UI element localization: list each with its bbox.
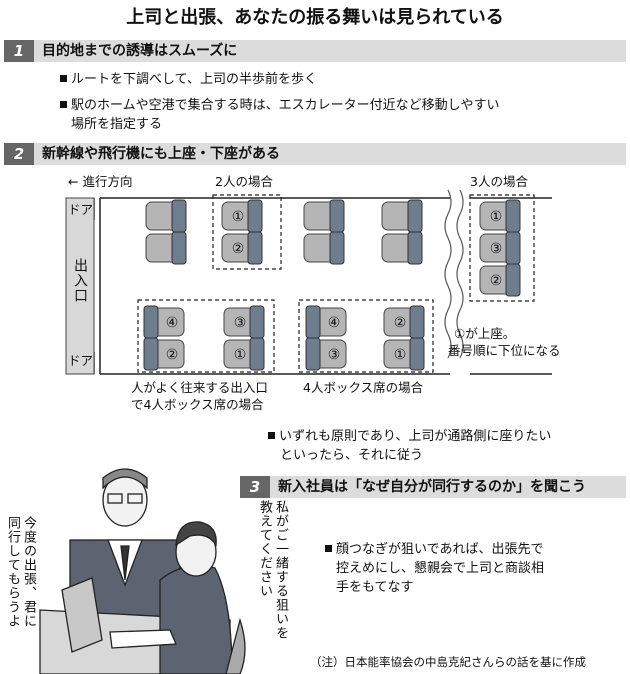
box-left-caption-1: 人がよく往来する出入口: [131, 380, 268, 395]
legend-line-1: ①が上座。: [454, 326, 516, 341]
section-3-header: 3 新入社員は「なぜ自分が同行するのか」を聞こう: [240, 476, 626, 498]
three-person-group: [469, 194, 535, 302]
seat-number: ①: [232, 209, 245, 225]
break-mark-right: [456, 189, 464, 359]
entrance-area: [65, 197, 95, 375]
junior-speech: 私がご一緒する狙いを教えてください: [257, 500, 288, 640]
direction-label: ← 進行方向: [68, 174, 133, 189]
door-bottom-label: ドア: [68, 353, 94, 368]
seat-number: ③: [490, 241, 503, 257]
seat-number: ④: [328, 315, 341, 331]
seat-number: ①: [394, 347, 407, 363]
junior-suit: [159, 565, 233, 674]
boss-speech: 今度の出張、君に同行してもらうよ: [5, 516, 36, 628]
seat-number: ②: [166, 347, 179, 363]
box-right-caption: 4人ボックス席の場合: [303, 380, 424, 395]
laptop: [61, 577, 103, 653]
seat-number: ④: [166, 315, 179, 331]
seat-number: ①: [490, 209, 503, 225]
page-title: 上司と出張、あなたの振る舞いは見られている: [126, 7, 504, 28]
section-2-header: 2 新幹線や飛行機にも上座・下座がある: [4, 143, 626, 165]
section-1-number: 1: [4, 40, 34, 62]
section-3-bullet-cont-1: 控えめにし、懇親会で上司と商談相: [336, 561, 545, 576]
section-3-bullet: 顔つなぎが狙いであれば、出張先で: [325, 540, 543, 559]
box-left-group: [137, 299, 275, 373]
seat-number: ②: [394, 315, 407, 331]
principle-note-cont: といったら、それに従う: [280, 448, 424, 463]
section-2-number: 2: [4, 143, 34, 165]
seat-number: ①: [234, 347, 247, 363]
section-1-header: 1 目的地までの誘導はスムーズに: [4, 40, 626, 62]
seat: [145, 199, 187, 233]
principle-note: いずれも原則であり、上司が通路側に座りたい: [268, 427, 551, 446]
section-3-bullet-cont-2: 手をもてなす: [336, 580, 414, 595]
section-1-bullet-1: ルートを下調べして、上司の半歩前を歩く: [60, 70, 317, 89]
section-3-heading: 新入社員は「なぜ自分が同行するのか」を聞こう: [278, 479, 586, 495]
seat-number: ③: [328, 347, 341, 363]
section-3-number: 3: [240, 476, 270, 498]
seat: [303, 231, 345, 265]
people-illustration: [39, 468, 246, 674]
three-person-label: 3人の場合: [470, 174, 528, 189]
box-right-group: [298, 299, 434, 373]
section-1-heading: 目的地までの誘導はスムーズに: [42, 43, 238, 59]
two-person-group: [212, 194, 282, 270]
legend-line-2: 番号順に下位になる: [448, 343, 561, 358]
break-mark-left: [444, 189, 452, 359]
seat: [381, 199, 423, 233]
section-1-bullet-2-cont: 場所を指定する: [71, 117, 163, 132]
seat: [145, 231, 187, 265]
seat-number: ③: [234, 315, 247, 331]
seat: [381, 231, 423, 265]
seat: [303, 199, 345, 233]
section-1-bullet-2: 駅のホームや空港で集合する時は、エスカレーター付近など移動しやすい: [60, 96, 499, 115]
box-left-caption-2: で4人ボックス席の場合: [131, 397, 264, 412]
paper: [109, 629, 177, 649]
seat-number: ②: [490, 273, 503, 289]
section-2-heading: 新幹線や飛行機にも上座・下座がある: [42, 146, 280, 162]
two-person-label: 2人の場合: [215, 174, 273, 189]
source-note: （注）日本能率協会の中島克紀さんらの話を基に作成: [310, 655, 586, 669]
door-top-label: ドア: [68, 202, 94, 217]
seat-number: ②: [232, 241, 245, 257]
entrance-label: 出入口: [72, 258, 88, 303]
